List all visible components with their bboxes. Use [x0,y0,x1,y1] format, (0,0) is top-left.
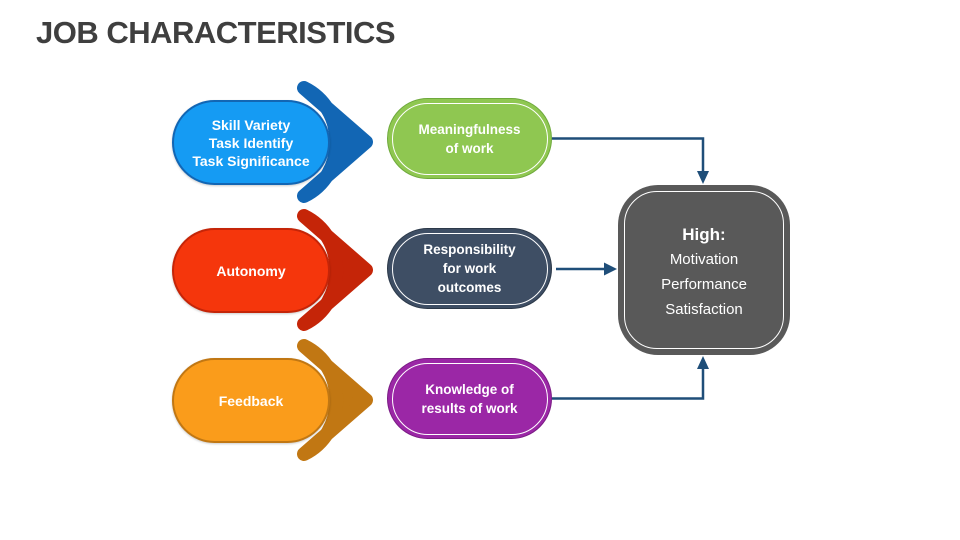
outcome-box: High: Motivation Performance Satisfactio… [618,185,790,355]
psych-state-label: Knowledge of results of work [421,381,518,416]
psych-state-knowledge: Knowledge of results of work [387,358,552,439]
job-dimension-label: Feedback [218,392,284,409]
arrow-chevron-icon [297,81,373,203]
arrow-chevron-icon [297,339,373,461]
psych-state-label: Meaningfulness of work [418,121,521,156]
page-title: JOB CHARACTERISTICS [36,15,396,50]
arrow-chevron-icon [297,209,373,331]
outcome-items: Motivation Performance Satisfaction [661,251,747,318]
connector-bottom [552,356,709,400]
job-dimension-label: Autonomy [216,262,286,279]
job-dimension-feedback: Feedback [172,358,330,443]
connector-middle [556,262,617,276]
outcome-heading: High: [682,225,726,244]
job-dimension-skill-variety: Skill Variety Task Identify Task Signifi… [172,100,330,185]
job-dimension-autonomy: Autonomy [172,228,330,313]
job-dimension-label: Skill Variety Task Identify Task Signifi… [192,116,310,169]
psych-state-label: Responsibility for work outcomes [423,242,516,295]
psych-state-meaningfulness: Meaningfulness of work [387,98,552,179]
psych-state-responsibility: Responsibility for work outcomes [387,228,552,309]
connector-top [552,137,709,184]
